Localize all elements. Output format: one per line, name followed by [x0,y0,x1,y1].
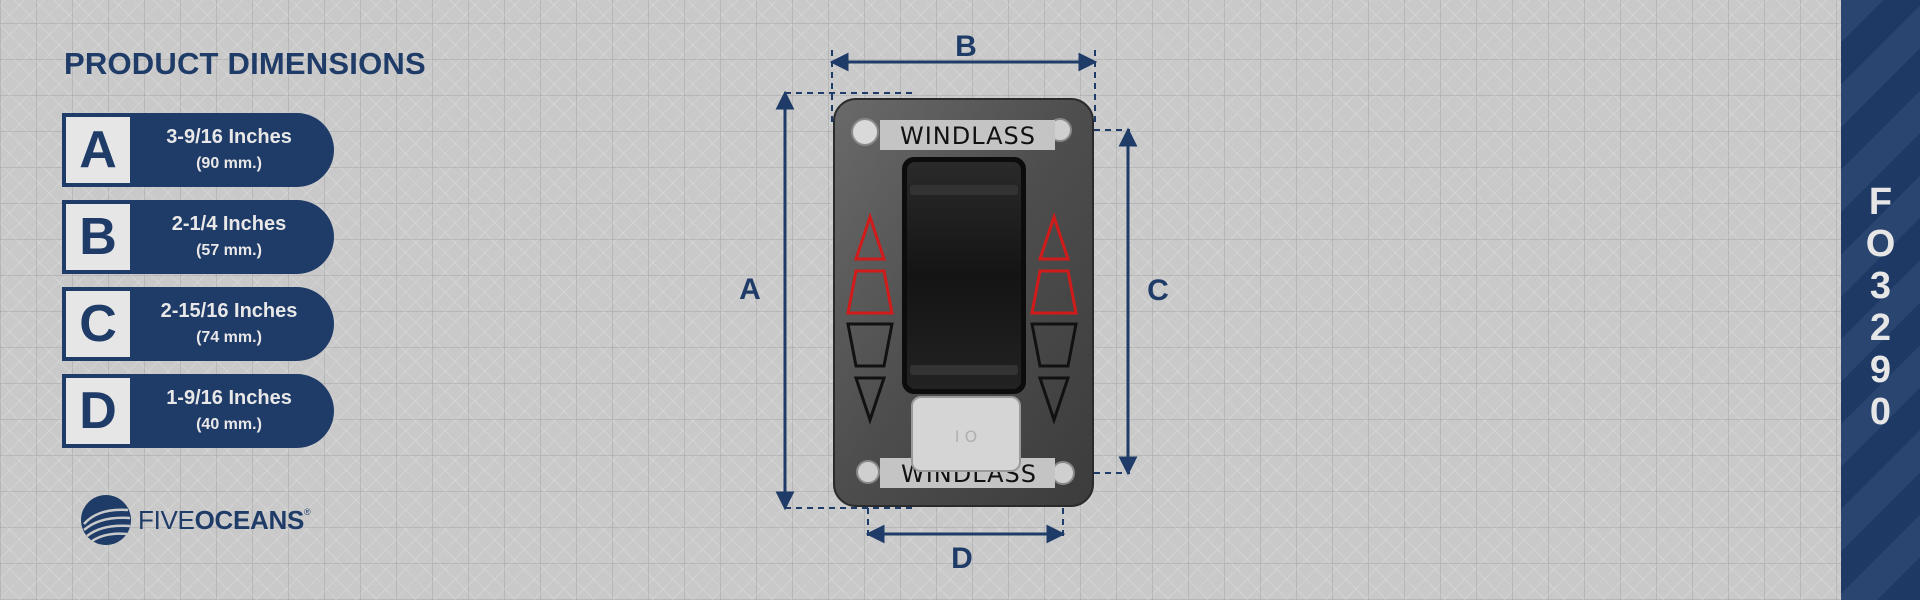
direction-arrows-right [1030,212,1078,425]
model-char: 2 [1869,307,1892,349]
power-switch[interactable] [911,396,1021,472]
rocker-switch[interactable] [907,162,1021,389]
dimension-mm: (57 mm.) [196,242,262,259]
top-label-plate [880,120,1055,150]
model-char: O [1865,223,1896,265]
dimension-label-a: A [739,273,761,306]
up-arrow-icon [1030,269,1078,315]
dimension-letter: B [66,204,130,270]
dimension-row-d: D 1-9/16 Inches (40 mm.) [62,374,334,448]
dimension-arrows [775,52,1138,544]
dimension-label-b: B [955,30,977,63]
down-arrow-icon [1037,376,1071,425]
dimension-letter: A [66,117,130,183]
down-arrow-icon [853,376,887,425]
page-title: PRODUCT DIMENSIONS [64,46,426,81]
up-arrow-icon [846,269,894,315]
brand-name: FIVEOCEANS® [138,504,311,536]
dimension-letter: D [66,378,130,444]
dimension-inches: 3-9/16 Inches [166,126,292,148]
dimension-row-b: B 2-1/4 Inches (57 mm.) [62,200,334,274]
windlass-switch-panel: WINDLASS WINDLASS I O [833,98,1094,507]
wave-globe-icon [81,495,131,545]
dimension-label-c: C [1147,274,1169,307]
rocker-ridge [910,185,1018,195]
screw-hole-icon [856,460,880,484]
direction-arrows-left [846,212,894,425]
dimension-mm: (74 mm.) [196,329,262,346]
model-number-bar: F O 3 2 9 0 [1841,0,1920,600]
model-char: 9 [1869,349,1892,391]
rocker-ridge [910,365,1018,375]
dimension-letter: C [66,291,130,357]
brand-name-bold: OCEANS [194,504,305,535]
down-arrow-icon [846,322,894,368]
dimension-list: A 3-9/16 Inches (90 mm.) B 2-1/4 Inches … [62,113,334,461]
dimension-row-c: C 2-15/16 Inches (74 mm.) [62,287,334,361]
power-switch-marking: I O [955,427,977,446]
model-char: 0 [1869,391,1892,433]
registered-mark: ® [304,506,311,517]
panel-top-label: WINDLASS [900,122,1036,150]
dimension-inches: 1-9/16 Inches [166,387,292,409]
down-arrow-icon [1030,322,1078,368]
model-char: F [1868,181,1893,223]
model-char: 3 [1869,265,1892,307]
screw-hole-icon [851,118,879,146]
dimension-row-a: A 3-9/16 Inches (90 mm.) [62,113,334,187]
dimension-mm: (40 mm.) [196,416,262,433]
dimension-inches: 2-15/16 Inches [160,300,298,322]
brand-name-light: FIVE [138,504,195,535]
screw-hole-icon [1051,461,1075,485]
five-oceans-logo: FIVEOCEANS® [80,494,311,546]
dimension-diagram: B A C D WINDLASS WINDLASS I O [739,30,1169,575]
dimension-inches: 2-1/4 Inches [171,213,287,235]
up-arrow-icon [1037,212,1071,261]
dimension-mm: (90 mm.) [196,155,262,172]
up-arrow-icon [853,212,887,261]
dimension-label-d: D [951,542,973,575]
